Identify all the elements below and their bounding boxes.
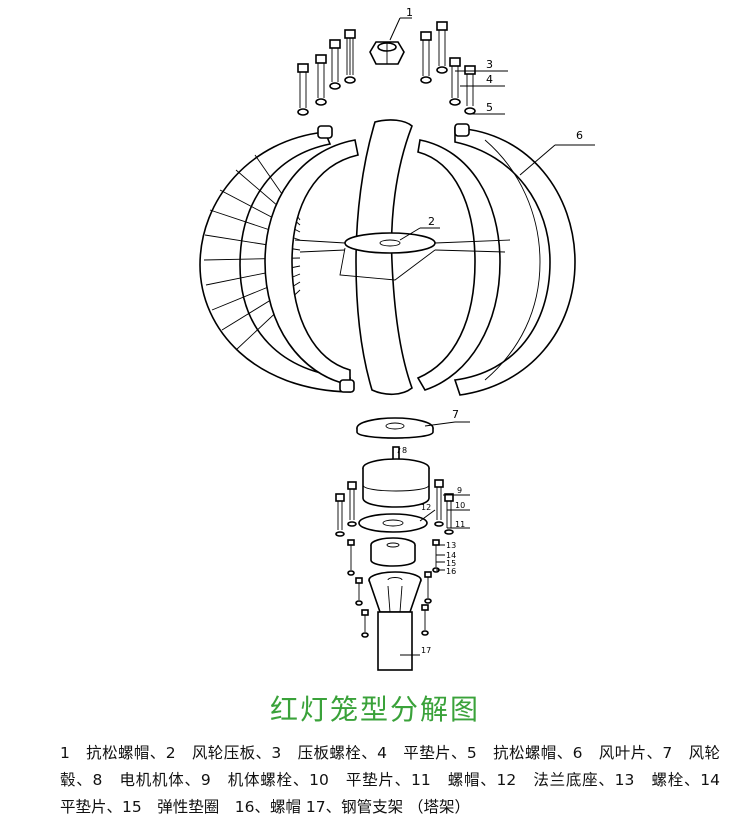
top-bolts [297,21,476,116]
label-9: 9 [457,486,462,495]
label-14: 14 [446,551,456,560]
label-3: 3 [486,58,493,71]
label-8: 8 [402,446,407,455]
diagram-title: 红灯笼型分解图 [269,693,480,726]
flange-disk [370,537,416,567]
parts-legend: 1 抗松螺帽、2 风轮压板、3 压板螺栓、4 平垫片、5 抗松螺帽、6 风叶片、… [60,744,736,816]
label-2: 2 [428,215,435,228]
label-5: 5 [486,101,493,114]
label-12: 12 [421,503,431,512]
label-10: 10 [455,501,465,510]
label-6: 6 [576,129,583,142]
label-15: 15 [446,559,456,568]
label-4: 4 [486,73,493,86]
side-bolts [335,479,454,537]
exploded-diagram: 1 3 4 5 6 2 7 8 9 10 11 12 13 14 15 16 1… [199,6,595,671]
label-1: 1 [406,6,413,19]
label-11: 11 [455,520,465,529]
washer-plate [358,513,428,533]
hub-flange-7 [356,417,434,439]
label-7: 7 [452,408,459,421]
label-17: 17 [421,646,431,655]
nut-part-1 [369,41,405,65]
rotor-blades [199,119,576,396]
tower-base-17 [368,571,422,671]
motor-body-8 [362,446,430,508]
leader-lines [389,17,595,656]
small-bolts [347,539,440,638]
label-16: 16 [446,567,456,576]
label-13: 13 [446,541,456,550]
